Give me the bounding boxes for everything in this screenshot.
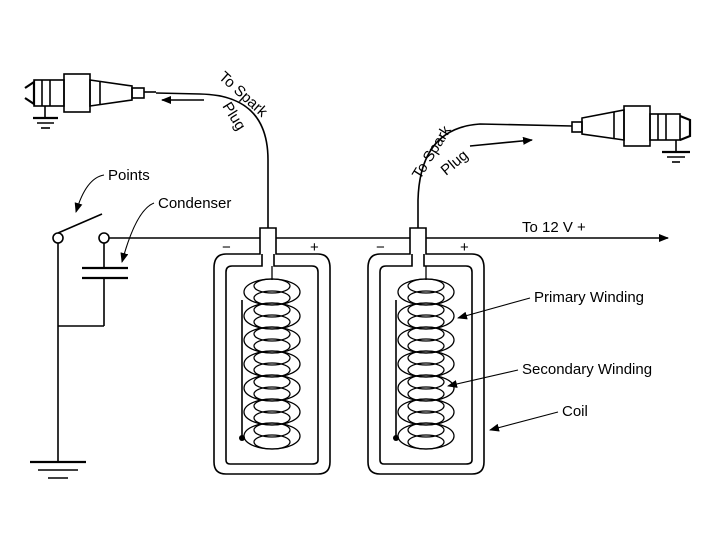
primary-winding-turn (397, 326, 455, 354)
condenser (58, 243, 128, 327)
primary-winding-turn (243, 350, 301, 378)
left-plug-lead (155, 92, 269, 228)
points-label: Points (108, 167, 150, 184)
coil-pointer (489, 411, 559, 432)
primary-winding-turn (397, 302, 455, 330)
coil1-plus-terminal: + (310, 239, 319, 256)
spark-plug-right (571, 105, 692, 163)
right-plug-arrow (469, 136, 533, 147)
primary-winding-turn (243, 422, 301, 450)
primary-winding-turn (243, 278, 301, 306)
primary-winding-turn (397, 398, 455, 426)
points-pointer (74, 174, 105, 213)
secondary-winding-pointer (447, 369, 519, 388)
condenser-label: Condenser (158, 195, 231, 212)
primary-winding-turn (397, 422, 455, 450)
coil1-minus-terminal: − (222, 239, 231, 256)
primary-winding-turn (397, 350, 455, 378)
secondary-winding-label: Secondary Winding (522, 361, 652, 378)
coil2-minus-terminal: − (376, 239, 385, 256)
spark-plug-left (24, 73, 156, 129)
primary-winding-turn (397, 278, 455, 306)
primary-winding-label: Primary Winding (534, 289, 644, 306)
ignition-coil-1 (213, 227, 331, 475)
primary-winding-turn (397, 374, 455, 402)
primary-winding-turn (243, 398, 301, 426)
points-switch (30, 213, 110, 479)
ignition-coil-2 (367, 227, 485, 475)
condenser-pointer (120, 202, 155, 263)
primary-winding-turn (243, 302, 301, 330)
right-plug-label: Plug (438, 147, 472, 179)
primary-winding-turn (243, 374, 301, 402)
coil2-plus-terminal: + (460, 239, 469, 256)
right-plug-lead (417, 123, 573, 228)
primary-winding-turn (243, 326, 301, 354)
primary-winding-pointer (457, 297, 531, 320)
coil-label: Coil (562, 403, 588, 420)
to-12v-label: To 12 V + (522, 219, 586, 236)
